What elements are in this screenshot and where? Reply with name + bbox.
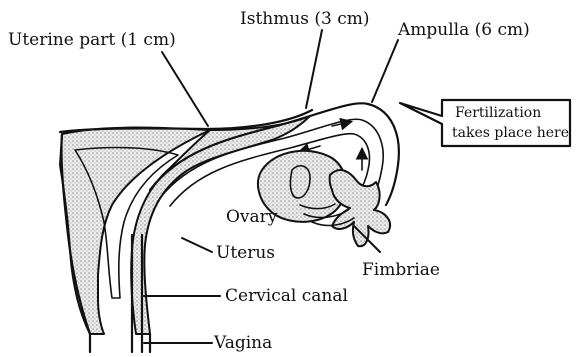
label-ampulla: Ampulla (6 cm) <box>397 20 530 40</box>
leader-isthmus <box>306 30 322 108</box>
leader-ampulla <box>372 40 398 102</box>
leader-uterus <box>182 238 212 252</box>
label-vagina: Vagina <box>213 333 272 353</box>
label-ovary: Ovary <box>226 207 278 227</box>
label-fimbriae: Fimbriae <box>362 260 440 280</box>
leader-uterine-part <box>162 52 208 126</box>
label-isthmus: Isthmus (3 cm) <box>240 9 370 29</box>
label-uterine-part: Uterine part (1 cm) <box>8 30 176 50</box>
label-cervical-canal: Cervical canal <box>225 286 348 306</box>
fertilization-text-2: takes place here <box>452 125 569 141</box>
label-uterus: Uterus <box>216 243 275 263</box>
fertilization-text-1: Fertilization <box>455 105 541 121</box>
